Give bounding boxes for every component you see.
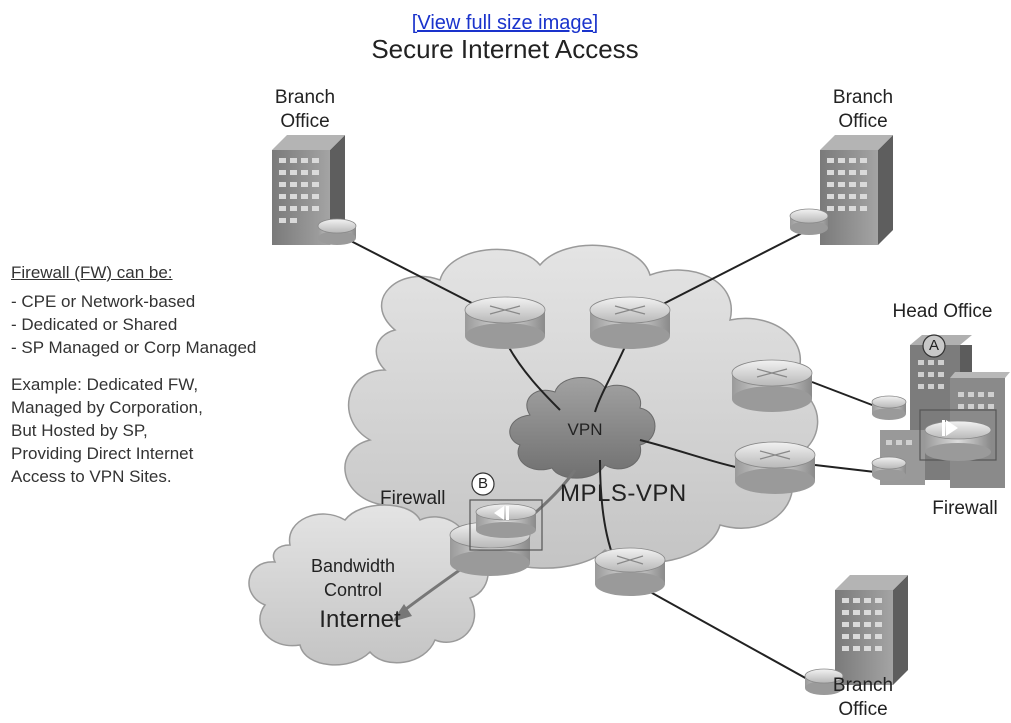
notes-example-line: Example: Dedicated FW, [11, 375, 199, 394]
router-icon [317, 218, 357, 245]
router-icon [734, 441, 816, 494]
router-icon [789, 208, 829, 235]
notes-example-line: Providing Direct Internet [11, 444, 194, 463]
router-icon [731, 359, 813, 412]
internet-label: Internet [319, 606, 401, 633]
marker-a-label: A [928, 337, 939, 354]
branch-office-bottom-label: Branch Office [832, 675, 894, 720]
mpls-vpn-label: MPLS-VPN [560, 480, 687, 507]
building-icon [835, 575, 908, 685]
view-full-size-link[interactable]: [View full size image] [411, 12, 599, 34]
router-icon [589, 296, 671, 349]
firewall-notes: Firewall (FW) can be: - CPE or Network-b… [11, 261, 341, 488]
firewall-left-label: Firewall [380, 488, 446, 509]
marker-b-label: B [477, 475, 488, 492]
notes-heading: Firewall (FW) can be: [11, 263, 173, 282]
notes-example-line: Access to VPN Sites. [11, 467, 172, 486]
marker-b-icon [471, 472, 495, 496]
router-icon [871, 395, 907, 420]
firewall-icon [469, 499, 543, 551]
router-icon [804, 668, 844, 695]
notes-example-line: Managed by Corporation, [11, 398, 203, 417]
arrow-head-icon [392, 604, 412, 622]
router-icon [871, 456, 907, 481]
head-office-label: Head Office [892, 301, 993, 322]
building-icon [820, 135, 893, 245]
notes-example: Example: Dedicated FW, Managed by Corpor… [11, 373, 341, 488]
internet-cloud-icon [248, 504, 489, 666]
router-icon [464, 296, 546, 349]
notes-item: - Dedicated or Shared [11, 315, 178, 334]
branch-office-top-left-label: Branch Office [274, 87, 336, 132]
notes-item: - CPE or Network-based [11, 292, 196, 311]
vpn-cloud-icon [509, 376, 656, 479]
notes-item: - SP Managed or Corp Managed [11, 338, 257, 357]
building-icon [272, 135, 345, 245]
firewall-icon [919, 409, 997, 461]
branch-office-top-right-label: Branch Office [832, 87, 894, 132]
marker-a-icon [922, 334, 946, 358]
router-icon [594, 547, 666, 596]
diagram-title: Secure Internet Access [371, 34, 639, 64]
vpn-label: VPN [567, 420, 603, 439]
firewall-right-label: Firewall [932, 498, 998, 519]
notes-example-line: But Hosted by SP, [11, 421, 148, 440]
bandwidth-control-label: Bandwidth Control [310, 556, 396, 600]
